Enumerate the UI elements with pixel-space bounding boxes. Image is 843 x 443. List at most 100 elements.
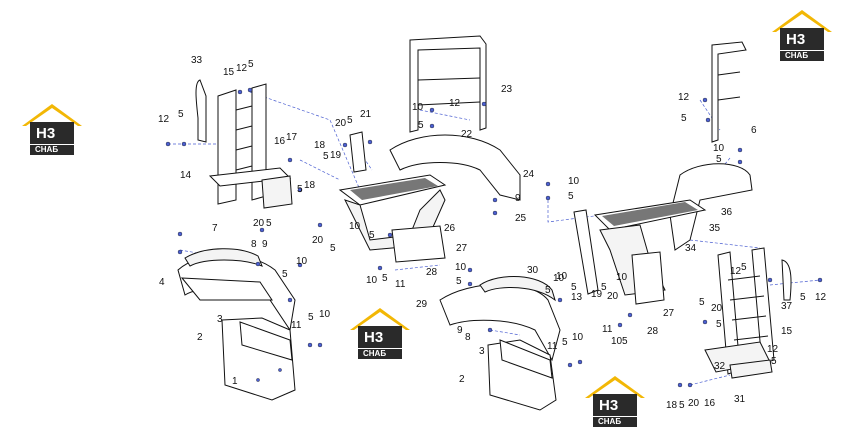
callout-label: 5 — [800, 292, 806, 303]
callout-label: 5 — [568, 191, 574, 202]
center-platform — [338, 35, 521, 263]
callout-label: 5 — [323, 151, 329, 162]
callout-label: 3 — [217, 314, 223, 325]
callout-label: 27 — [663, 308, 675, 319]
callout-label: 4 — [159, 277, 165, 288]
callout-label: 32 — [714, 361, 726, 372]
callout-label: 9 — [262, 239, 268, 250]
callout-label: 5 — [699, 297, 705, 308]
callout-label: 10 — [611, 336, 623, 347]
callout-label: 18 — [666, 400, 678, 411]
callout-label: 23 — [501, 84, 513, 95]
callout-label: 5 — [741, 262, 747, 273]
callout-label: 5 — [716, 319, 722, 330]
callout-label: 16 — [704, 398, 716, 409]
callout-label: 5 — [622, 336, 628, 347]
callout-label: 29 — [416, 299, 428, 310]
callout-label: 10 — [319, 309, 331, 320]
callout-label: 15 — [781, 326, 793, 337]
callout-label: 10 — [412, 102, 424, 113]
callout-label: 30 — [527, 265, 539, 276]
callout-label: 5 — [178, 109, 184, 120]
callout-label: 2 — [197, 332, 203, 343]
callout-label: 5 — [418, 120, 424, 131]
callout-label: 2 — [459, 374, 465, 385]
callout-label: 10 — [296, 256, 308, 267]
callout-label: 20 — [253, 218, 265, 229]
callout-label: 19 — [330, 150, 342, 161]
callout-label: 5 — [347, 115, 353, 126]
callout-label: 9 — [515, 193, 521, 204]
callout-label: 10 — [553, 273, 565, 284]
callout-label: 5 — [330, 243, 336, 254]
right-ladder — [704, 247, 792, 379]
callout-label: 10 — [556, 271, 568, 282]
logo-letters: H3 — [36, 125, 56, 142]
callout-label: 17 — [286, 132, 298, 143]
callout-label: 5 — [679, 400, 685, 411]
callout-label: 18 — [314, 140, 326, 151]
logo-word: СНАБ — [35, 145, 59, 154]
callout-label: 3 — [479, 346, 485, 357]
callout-label: 10 — [455, 262, 467, 273]
left-ladder — [195, 79, 293, 209]
callout-label: 22 — [461, 129, 473, 140]
callout-label: 11 — [602, 324, 613, 335]
callout-label: 5 — [282, 269, 288, 280]
callout-label: 12 — [449, 98, 461, 109]
callout-label: 5 — [382, 273, 388, 284]
center-fender — [439, 276, 561, 362]
callout-label: 13 — [571, 292, 583, 303]
brand-logo: H3 СНАБ — [350, 308, 410, 360]
callout-label: 15 — [223, 67, 235, 78]
right-platform — [573, 41, 753, 305]
left-fender — [177, 248, 296, 332]
logo-word: СНАБ — [785, 51, 809, 60]
callout-label: 5 — [562, 337, 568, 348]
callout-label: 12 — [767, 344, 779, 355]
callout-label: 24 — [523, 169, 535, 180]
callout-label: 20 — [335, 118, 347, 129]
callout-label: 20 — [711, 303, 723, 314]
center-mudflap — [487, 339, 557, 411]
logo-letters: H3 — [364, 329, 384, 346]
callout-label: 5 — [545, 285, 551, 296]
callout-label: 12 — [730, 266, 742, 277]
brand-logo: H3 СНАБ — [585, 376, 645, 428]
callout-label: 5 — [716, 154, 722, 165]
callout-label: 27 — [456, 243, 468, 254]
callout-label: 37 — [781, 301, 793, 312]
callout-label: 11 — [547, 341, 558, 352]
callout-label: 5 — [297, 184, 303, 195]
callout-label: 18 — [304, 180, 316, 191]
fasteners — [165, 87, 823, 388]
callout-label: 5 — [248, 59, 254, 70]
callout-label: 10 — [572, 332, 584, 343]
callout-label: 25 — [515, 213, 527, 224]
callout-label: 10 — [349, 221, 361, 232]
callout-label: 20 — [607, 291, 619, 302]
callout-label: 10 — [568, 176, 580, 187]
callout-label: 21 — [360, 109, 372, 120]
callout-label: 10 — [366, 275, 378, 286]
callout-label: 34 — [685, 243, 697, 254]
callout-label: 5 — [308, 312, 314, 323]
callout-label: 5 — [369, 230, 375, 241]
callout-label: 12 — [678, 92, 690, 103]
callout-label: 11 — [395, 279, 406, 290]
callout-label: 9 — [457, 325, 463, 336]
callout-label: 20 — [312, 235, 324, 246]
callout-label: 10 — [616, 272, 628, 283]
callout-label: 28 — [426, 267, 438, 278]
callout-label: 5 — [771, 356, 777, 367]
logo-letters: H3 — [786, 31, 806, 48]
callout-label: 5 — [601, 282, 607, 293]
brand-logo: H3 СНАБ — [772, 10, 832, 62]
callout-label: 6 — [751, 125, 757, 136]
callout-label: 12 — [815, 292, 827, 303]
callout-label: 16 — [274, 136, 286, 147]
callout-label: 5 — [571, 282, 577, 293]
callout-label: 12 — [236, 63, 248, 74]
callout-label: 1 — [232, 376, 238, 387]
